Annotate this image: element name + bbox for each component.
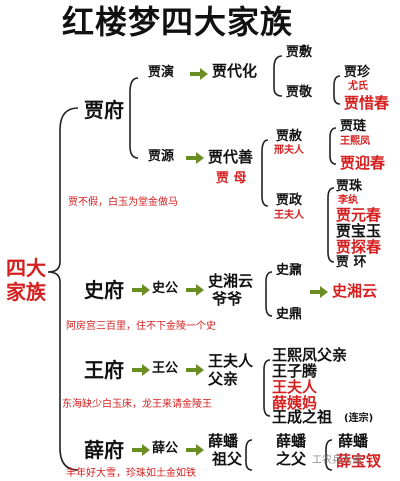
jia-zhu: 贾珠	[336, 179, 363, 194]
xue-father-line2: 之父	[276, 450, 307, 468]
jia-wangxifeng: 王熙凤	[340, 136, 370, 147]
jia-baoyu: 贾宝玉	[336, 222, 382, 240]
wang-family: 王府	[84, 358, 124, 382]
xue-saying: 丰年好大雪，珍珠如土金如铁	[66, 468, 196, 479]
arrow-icon	[310, 286, 328, 298]
root-brace	[47, 107, 79, 471]
wang-brace	[263, 359, 271, 417]
wang-ziteng: 王子腾	[272, 362, 318, 380]
shi-brace	[265, 271, 273, 317]
arrow-icon	[186, 364, 204, 376]
jia-daishan: 贾代善	[208, 148, 254, 166]
xue-grandfather-line2: 祖父	[212, 450, 243, 468]
shi-xiangyun: 史湘云	[332, 282, 378, 300]
jia-tanchun: 贾探春	[336, 238, 382, 256]
shi-ding: 史鼎	[276, 307, 303, 322]
xue-baochai: 薛宝钗	[336, 452, 382, 470]
jia-yingchun: 贾迎春	[340, 154, 386, 172]
xue-pan: 薛蟠	[338, 432, 369, 450]
wang-wangfuren: 王夫人	[272, 378, 318, 396]
jia-fu: 贾敷	[286, 45, 313, 60]
jia-xichun: 贾惜春	[344, 94, 390, 112]
shi-nai: 史鼐	[276, 263, 303, 278]
jia-yuan: 贾源	[148, 149, 175, 164]
jia-zheng: 贾政	[276, 193, 303, 208]
wang-father-line2: 父亲	[208, 370, 239, 388]
shi-family: 史府	[84, 278, 124, 302]
she-brace	[329, 127, 337, 165]
daishan-brace	[261, 139, 269, 207]
page-title: 红楼梦四大家族	[62, 3, 294, 41]
arrow-icon	[186, 444, 204, 456]
daihua-brace	[273, 55, 283, 97]
arrow-icon	[186, 284, 204, 296]
jia-huan: 贾 环	[336, 255, 367, 270]
xue-grandfather-line1: 薛蟠	[208, 432, 239, 450]
jia-zhen: 贾珍	[344, 65, 371, 80]
jia-saying: 贾不假，白玉为堂金做马	[68, 197, 178, 208]
jia-she: 贾赦	[276, 129, 303, 144]
arrow-icon	[132, 364, 150, 376]
xue-family: 薛府	[84, 438, 124, 462]
jia-wangfuren: 王夫人	[274, 210, 304, 221]
wang-xifeng-father: 王熙凤父亲	[272, 346, 348, 364]
jia-liwan: 李纨	[338, 195, 358, 206]
jia-family: 贾府	[84, 98, 124, 122]
watermark: 工农兵大道	[312, 455, 362, 466]
xue-children-brace	[325, 439, 333, 471]
jing-brace	[333, 75, 341, 105]
shi-saying: 阿房宫三百里，住不下金陵一个史	[66, 321, 216, 332]
shi-xiangyun-grandfather-line1: 史湘云	[208, 272, 254, 290]
wang-xueyima: 薛姨妈	[272, 394, 318, 412]
root-label-line2: 家族	[6, 280, 46, 304]
arrow-icon	[132, 444, 150, 456]
xue-brace	[245, 439, 253, 471]
root-label-line1: 四大	[6, 256, 46, 280]
wang-saying: 东海缺少白玉床，龙王来请金陵王	[62, 399, 212, 410]
jia-daihua: 贾代化	[212, 62, 258, 80]
jia-yan: 贾演	[148, 65, 175, 80]
shi-xiangyun-grandfather-line2: 爷爷	[212, 290, 243, 308]
jia-youshi: 尤氏	[348, 81, 368, 92]
wang-lianzong: (连宗)	[344, 413, 374, 424]
jia-brace	[129, 77, 139, 159]
wang-father-line1: 王夫人	[208, 352, 254, 370]
arrow-icon	[190, 68, 208, 80]
jia-jing: 贾敬	[286, 85, 313, 100]
wang-gong: 王公	[152, 361, 179, 376]
shi-gong: 史公	[152, 281, 179, 296]
jia-yuanchun: 贾元春	[336, 206, 382, 224]
zheng-brace	[327, 187, 335, 263]
jia-lian: 贾琏	[340, 119, 367, 134]
xue-father-line1: 薛蟠	[276, 432, 307, 450]
arrow-icon	[186, 152, 204, 164]
jia-mother: 贾 母	[216, 171, 247, 186]
wang-chengzhi: 王成之祖	[272, 408, 333, 426]
xue-gong: 薛公	[152, 441, 179, 456]
jia-xingfuren: 邢夫人	[274, 145, 304, 156]
arrow-icon	[132, 284, 150, 296]
